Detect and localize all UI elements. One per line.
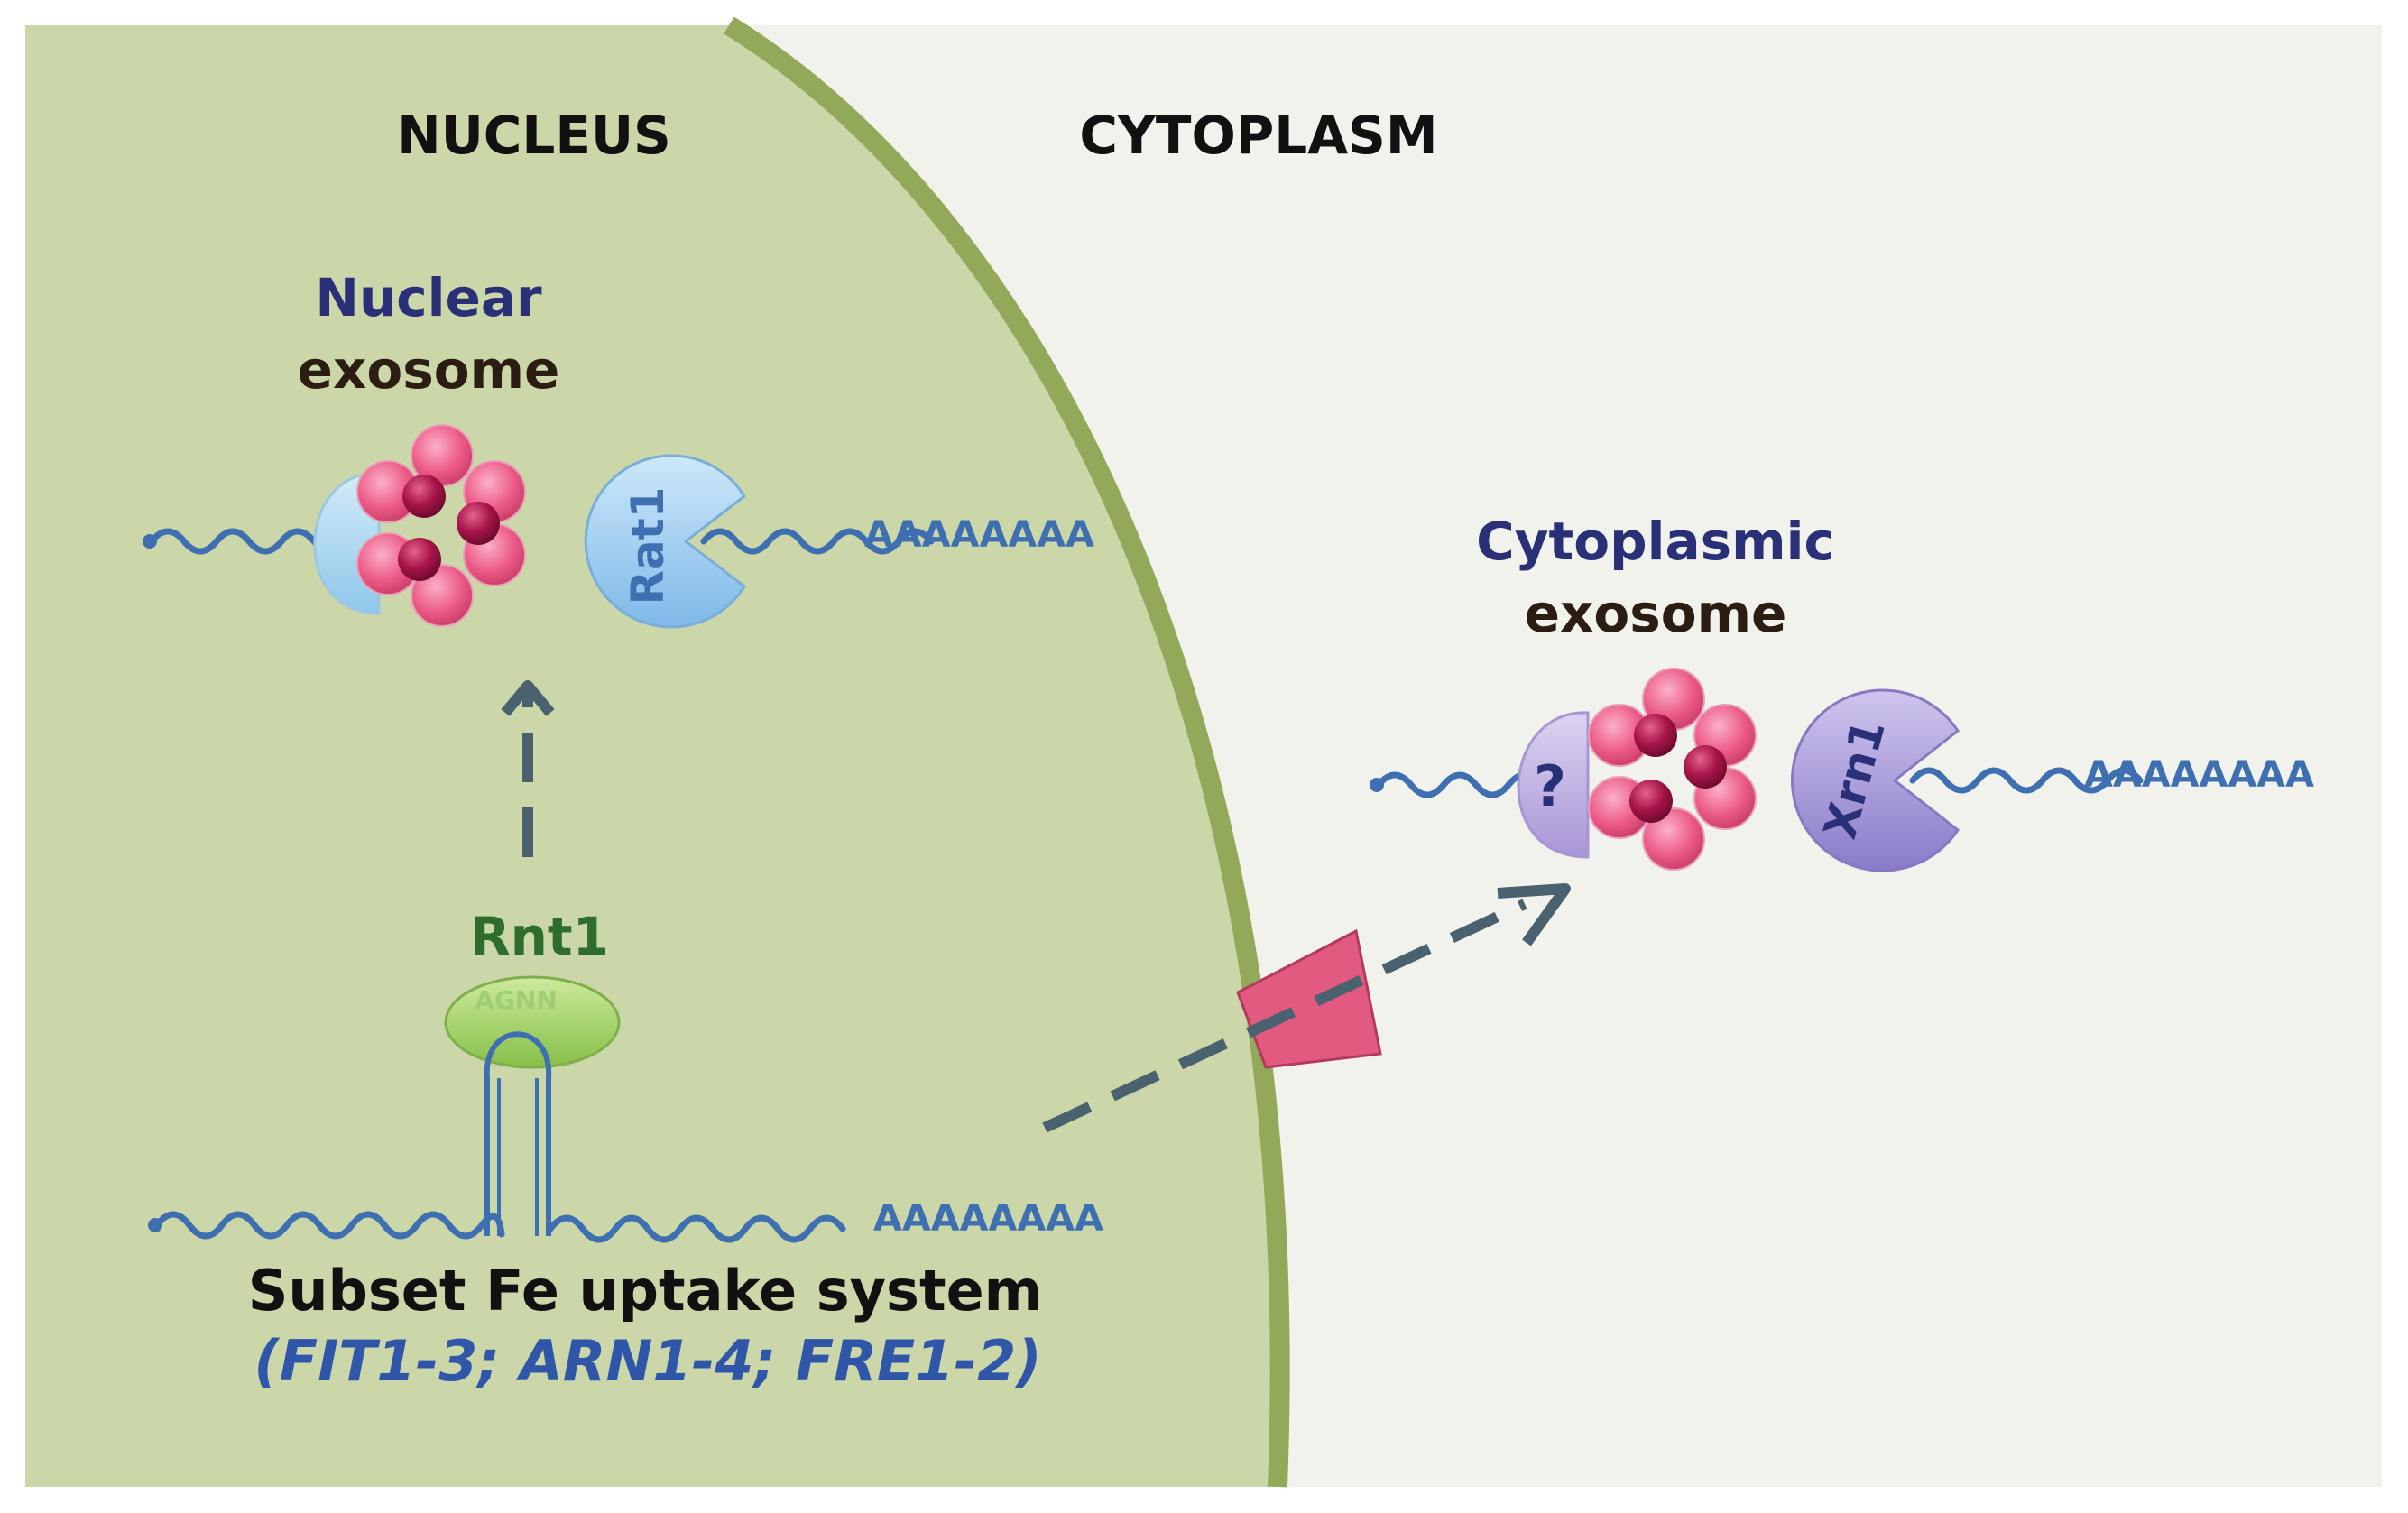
nuclear-pore: [1236, 928, 1382, 1069]
cytoplasmic-exosome-cap: [1517, 711, 1590, 859]
xrn1-rna: [1909, 767, 2144, 794]
rat1-shape: [584, 454, 746, 629]
hairpin-stem-loop: [484, 1031, 552, 1236]
transcript-title: Subset Fe uptake system: [248, 1258, 1043, 1324]
cytoplasm-label: CYTOPLASM: [1079, 105, 1437, 166]
nuclear-exosome-label-line2: exosome: [298, 339, 560, 401]
rna-5prime-end: [143, 534, 157, 549]
fe-uptake-transcript: AAAAAAAA: [148, 1198, 1103, 1243]
nuclear-exosome-core: [398, 475, 500, 581]
cytoplasmic-rna-5prime-end: [1370, 778, 1384, 792]
hairpin-inner: [497, 1078, 539, 1236]
cytoplasmic-exosome-label-line1: Cytoplasmic: [1476, 511, 1835, 572]
nucleus-label: NUCLEUS: [397, 105, 671, 166]
rat1-label: Rat1: [622, 487, 674, 605]
export-arrow: [1042, 899, 1527, 1133]
rnt1-label: Rnt1: [470, 906, 609, 967]
rnt1-complex: Rnt1 AGNN: [444, 906, 621, 1236]
cytoplasmic-exosome-rna: [1375, 771, 1539, 798]
rnt1-motif-label: AGNN: [475, 985, 558, 1015]
transcript-rna-right: [547, 1214, 846, 1243]
xrn1-polya-tail: AAAAAAAA: [2084, 754, 2314, 796]
nuclear-exosome: [143, 424, 526, 627]
export-arrow-head: [1497, 883, 1571, 946]
xrn1-shape: [1790, 688, 1961, 872]
rat1-enzyme: Rat1 AAAAAAAA: [584, 454, 1094, 629]
rat1-rna: [700, 528, 935, 555]
transcript-polya-tail: AAAAAAAA: [873, 1198, 1103, 1240]
nuclear-exosome-label-line1: Nuclear: [315, 267, 542, 328]
rnt1-shape: [444, 975, 621, 1069]
xrn1-enzyme: Xrn1 AAAAAAAA: [1790, 688, 2314, 872]
cytoplasmic-exosome-label-line2: exosome: [1525, 583, 1787, 644]
cytoplasmic-exosome: ?: [1370, 668, 1757, 871]
nuclear-membrane: [724, 16, 1290, 1488]
cytoplasmic-exosome-cofactor-label: ?: [1534, 753, 1566, 819]
cytoplasmic-exosome-core: [1629, 714, 1727, 823]
transcript-genes: (FIT1-3; ARN1-4; FRE1-2): [254, 1328, 1041, 1394]
transcript-rna-left: [153, 1211, 505, 1240]
rat1-polya-tail: AAAAAAAA: [864, 514, 1094, 556]
nucleus-region: [25, 25, 1280, 1487]
arrow-to-nuclear-exosome-head: [501, 680, 555, 716]
